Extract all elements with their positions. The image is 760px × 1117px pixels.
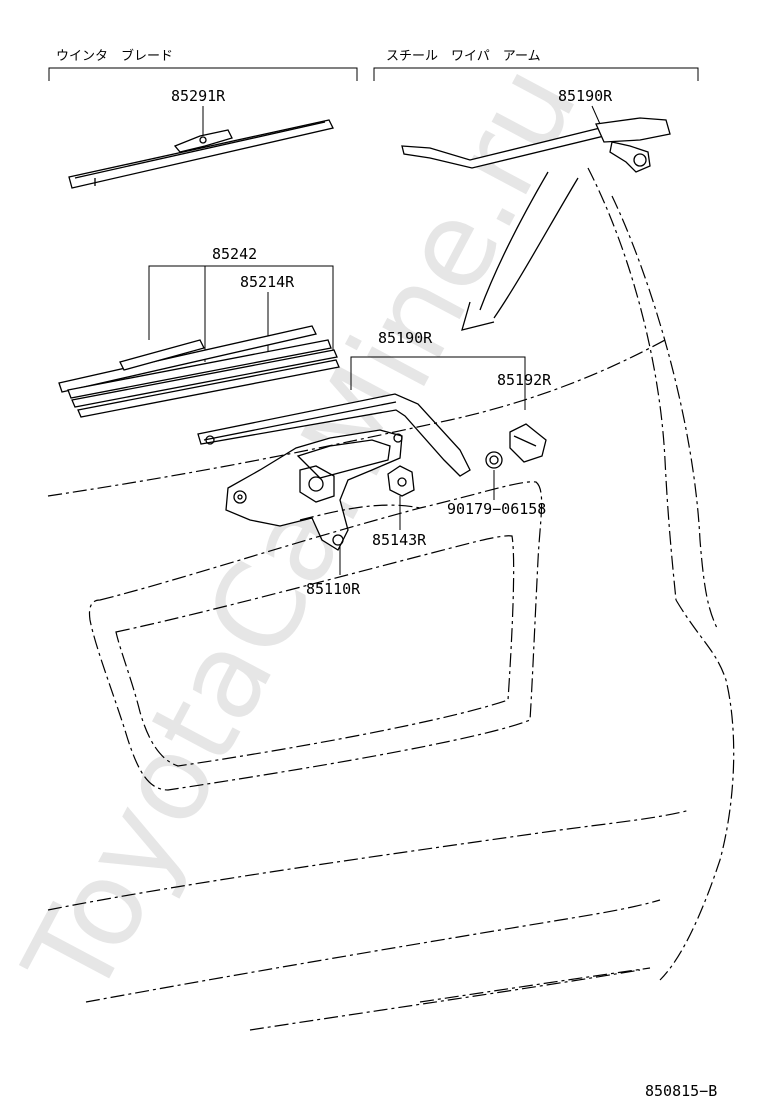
label-85242[interactable]: 85242 bbox=[212, 245, 257, 263]
arm-cap-part bbox=[509, 423, 547, 463]
arrow-shaft-b bbox=[493, 177, 579, 319]
label-85291R[interactable]: 85291R bbox=[171, 87, 226, 105]
wiper-motor-part bbox=[225, 429, 403, 551]
label-85110R[interactable]: 85110R bbox=[306, 580, 361, 598]
vehicle-body-outline bbox=[47, 167, 735, 1031]
leader-85190R-top bbox=[591, 105, 601, 125]
blade-assembly-part bbox=[58, 325, 340, 418]
nut-part bbox=[485, 451, 503, 469]
label-85143R[interactable]: 85143R bbox=[372, 531, 427, 549]
arrow-head bbox=[461, 301, 495, 331]
grommet-part bbox=[387, 465, 415, 497]
header-steel-wiper-arm: スチール ワイパ アーム bbox=[386, 49, 541, 64]
watermark: ToyotaCarMine.ru bbox=[0, 43, 604, 1019]
label-85192R[interactable]: 85192R bbox=[497, 371, 552, 389]
header-bracket-left bbox=[48, 67, 358, 81]
bracket-85190R bbox=[350, 356, 526, 410]
label-85190R-top[interactable]: 85190R bbox=[558, 87, 613, 105]
header-winter-blade: ウインタ ブレード bbox=[56, 48, 173, 64]
label-85190R[interactable]: 85190R bbox=[378, 329, 433, 347]
label-90179-06158[interactable]: 90179−06158 bbox=[447, 500, 546, 518]
winter-blade-part bbox=[68, 119, 334, 189]
arrow-shaft-a bbox=[479, 171, 549, 311]
steel-wiper-arm-part bbox=[401, 117, 671, 173]
diagram-code: 850815−B bbox=[645, 1082, 717, 1100]
label-85214R[interactable]: 85214R bbox=[240, 273, 295, 291]
wiper-arm-part bbox=[197, 393, 471, 477]
bracket-85242 bbox=[148, 265, 334, 356]
header-bracket-right bbox=[373, 67, 699, 81]
